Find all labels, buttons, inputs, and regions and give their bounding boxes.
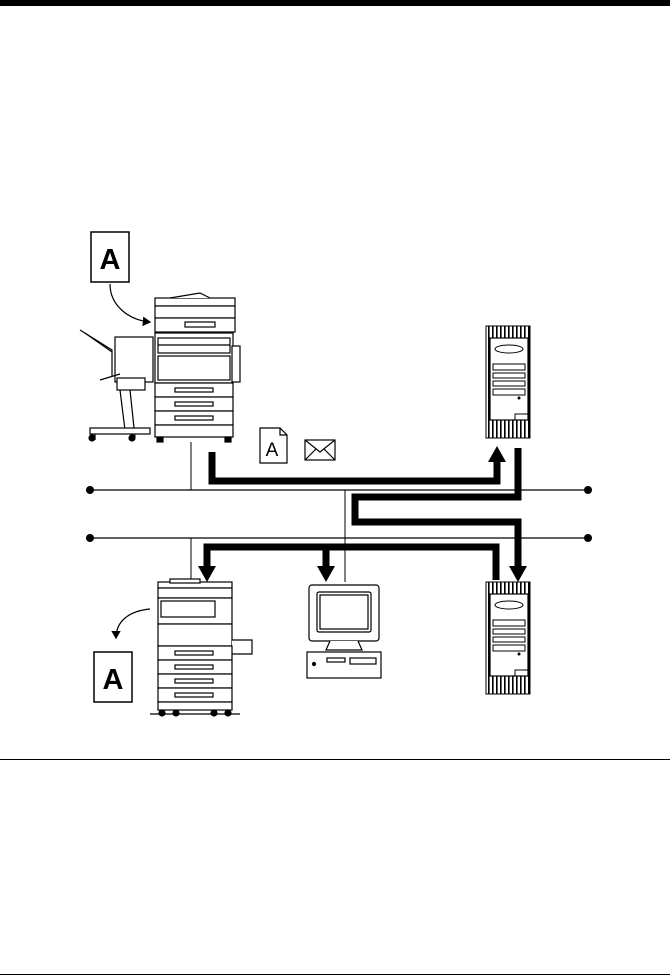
original-document-letter: A	[100, 244, 121, 276]
original-document: A	[91, 232, 129, 282]
flow-arrow-server-to-server	[355, 448, 527, 582]
scan-file: A	[260, 428, 287, 463]
scan-file-letter: A	[266, 440, 279, 461]
output-document-letter: A	[103, 664, 124, 696]
flow-arrow-server-to-clients	[198, 547, 496, 582]
envelope-icon	[305, 440, 335, 460]
printing-copier	[150, 579, 252, 716]
scanning-copier-with-finisher	[80, 293, 240, 442]
client-computer	[307, 585, 381, 678]
feed-arrow	[110, 284, 150, 322]
server-top	[486, 326, 530, 438]
flow-arrow-scan-to-server	[212, 446, 506, 481]
output-document: A	[94, 652, 132, 702]
output-arrow	[116, 609, 150, 638]
server-bottom	[486, 582, 530, 694]
